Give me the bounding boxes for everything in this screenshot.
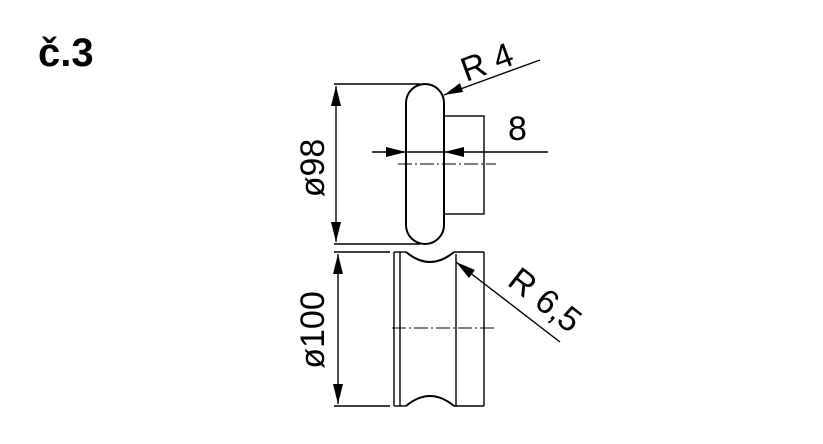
lower-radius-label: R 6,5 [501, 260, 588, 340]
upper-diameter-label: ø98 [294, 139, 332, 198]
lower-roller-groove-top [405, 251, 455, 263]
upper-diameter-dimension: ø98 [294, 83, 420, 245]
upper-radius-label: R 4 [456, 36, 519, 90]
arrow-head [386, 147, 406, 157]
arrow-head [333, 254, 343, 274]
upper-width-label: 8 [508, 110, 527, 148]
lower-diameter-dimension: ø100 [294, 251, 390, 407]
upper-width-dimension: 8 [372, 110, 548, 157]
arrow-head [444, 83, 463, 95]
arrow-head [331, 222, 341, 242]
upper-radius-leader: R 4 [443, 36, 541, 96]
arrow-head [456, 262, 475, 278]
lower-roller [392, 251, 496, 407]
leader-line [455, 261, 561, 343]
upper-roller [398, 83, 496, 245]
lower-diameter-label: ø100 [294, 291, 332, 369]
upper-roller-hub [443, 115, 485, 215]
arrow-head [444, 147, 464, 157]
drawing-title: č.3 [38, 31, 94, 75]
arrow-head [331, 86, 341, 106]
lower-radius-leader: R 6,5 [455, 260, 589, 343]
lower-roller-groove-bottom [405, 395, 455, 407]
arrow-head [333, 384, 343, 404]
